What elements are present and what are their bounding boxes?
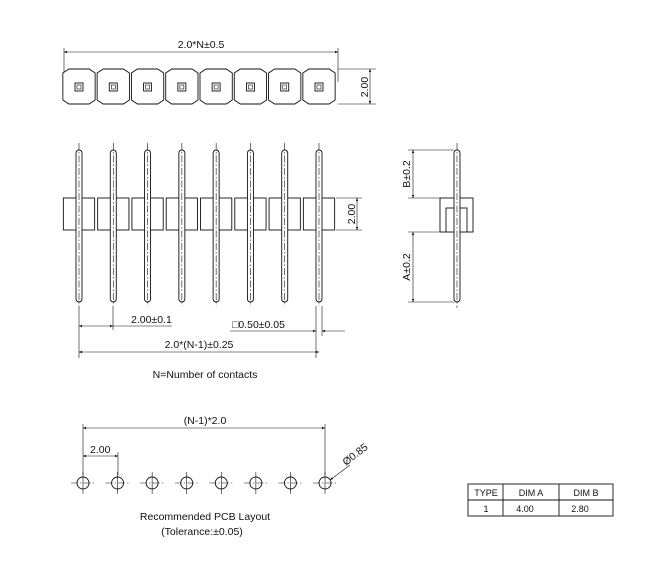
- b-dimension: B±0.2: [401, 160, 413, 188]
- front-view: 2.00 2.00±0.1 □0.50±0.05 2.0*(N-1)±0.25 …: [62, 143, 362, 381]
- pin-pad: [280, 82, 290, 92]
- pin-square: [248, 84, 253, 90]
- cell-type: 1: [483, 504, 488, 514]
- span-dimension: (N-1)*2.0: [184, 415, 227, 427]
- height-dimension: 2.00: [359, 77, 371, 98]
- pitch-dimension: 2.00±0.1: [131, 314, 172, 326]
- pin-pad: [314, 82, 324, 92]
- top-body-segment: [130, 68, 165, 105]
- top-body-segment: [268, 68, 302, 105]
- pin-square: [110, 84, 116, 90]
- contacts-note: N=Number of contacts: [153, 369, 258, 381]
- pin-square: [316, 84, 322, 90]
- top-view: 2.0*N±0.5 2.00: [62, 39, 376, 105]
- total-length-dimension: 2.0*(N-1)±0.25: [165, 339, 234, 351]
- hole-diameter-dimension: Ø0.85: [340, 441, 370, 468]
- top-body-segment: [302, 68, 336, 105]
- side-view: B±0.2 A±0.2: [401, 143, 474, 308]
- pin-pad: [177, 82, 187, 92]
- pin-pad: [143, 82, 153, 92]
- body-height-dimension: 2.00: [346, 204, 358, 225]
- pcb-layout-title: Recommended PCB Layout: [140, 511, 270, 523]
- pin-size-dimension: □0.50±0.05: [232, 319, 285, 331]
- top-body-segment: [96, 68, 130, 105]
- cell-dim-a: 4.00: [516, 504, 534, 514]
- top-body-segment: [62, 68, 96, 105]
- header-type: TYPE: [474, 488, 498, 498]
- pin-pad: [108, 82, 118, 92]
- hole-pitch-dimension: 2.00: [90, 444, 111, 456]
- top-body-segment: [199, 68, 233, 105]
- top-body-segment: [165, 68, 199, 105]
- pin-pad: [211, 82, 221, 92]
- cell-dim-b: 2.80: [571, 504, 589, 514]
- pin-square: [76, 84, 82, 90]
- pin-square: [282, 84, 288, 90]
- a-dimension: A±0.2: [401, 253, 413, 281]
- pin-pad: [245, 82, 255, 92]
- pcb-layout: (N-1)*2.0 2.00 Ø0.85 Recommended PCB Lay…: [71, 415, 371, 538]
- dimension-table: TYPE DIM A DIM B 1 4.00 2.80: [467, 483, 614, 517]
- top-body-segment: [233, 68, 268, 105]
- header-dim-a: DIM A: [519, 488, 544, 498]
- header-dim-b: DIM B: [573, 488, 598, 498]
- tolerance-note: (Tolerance:±0.05): [161, 526, 243, 538]
- pin-square: [145, 84, 150, 90]
- pin-square: [213, 84, 219, 90]
- pin-square: [179, 84, 185, 90]
- pin-pad: [74, 82, 84, 92]
- width-dimension: 2.0*N±0.5: [178, 39, 225, 51]
